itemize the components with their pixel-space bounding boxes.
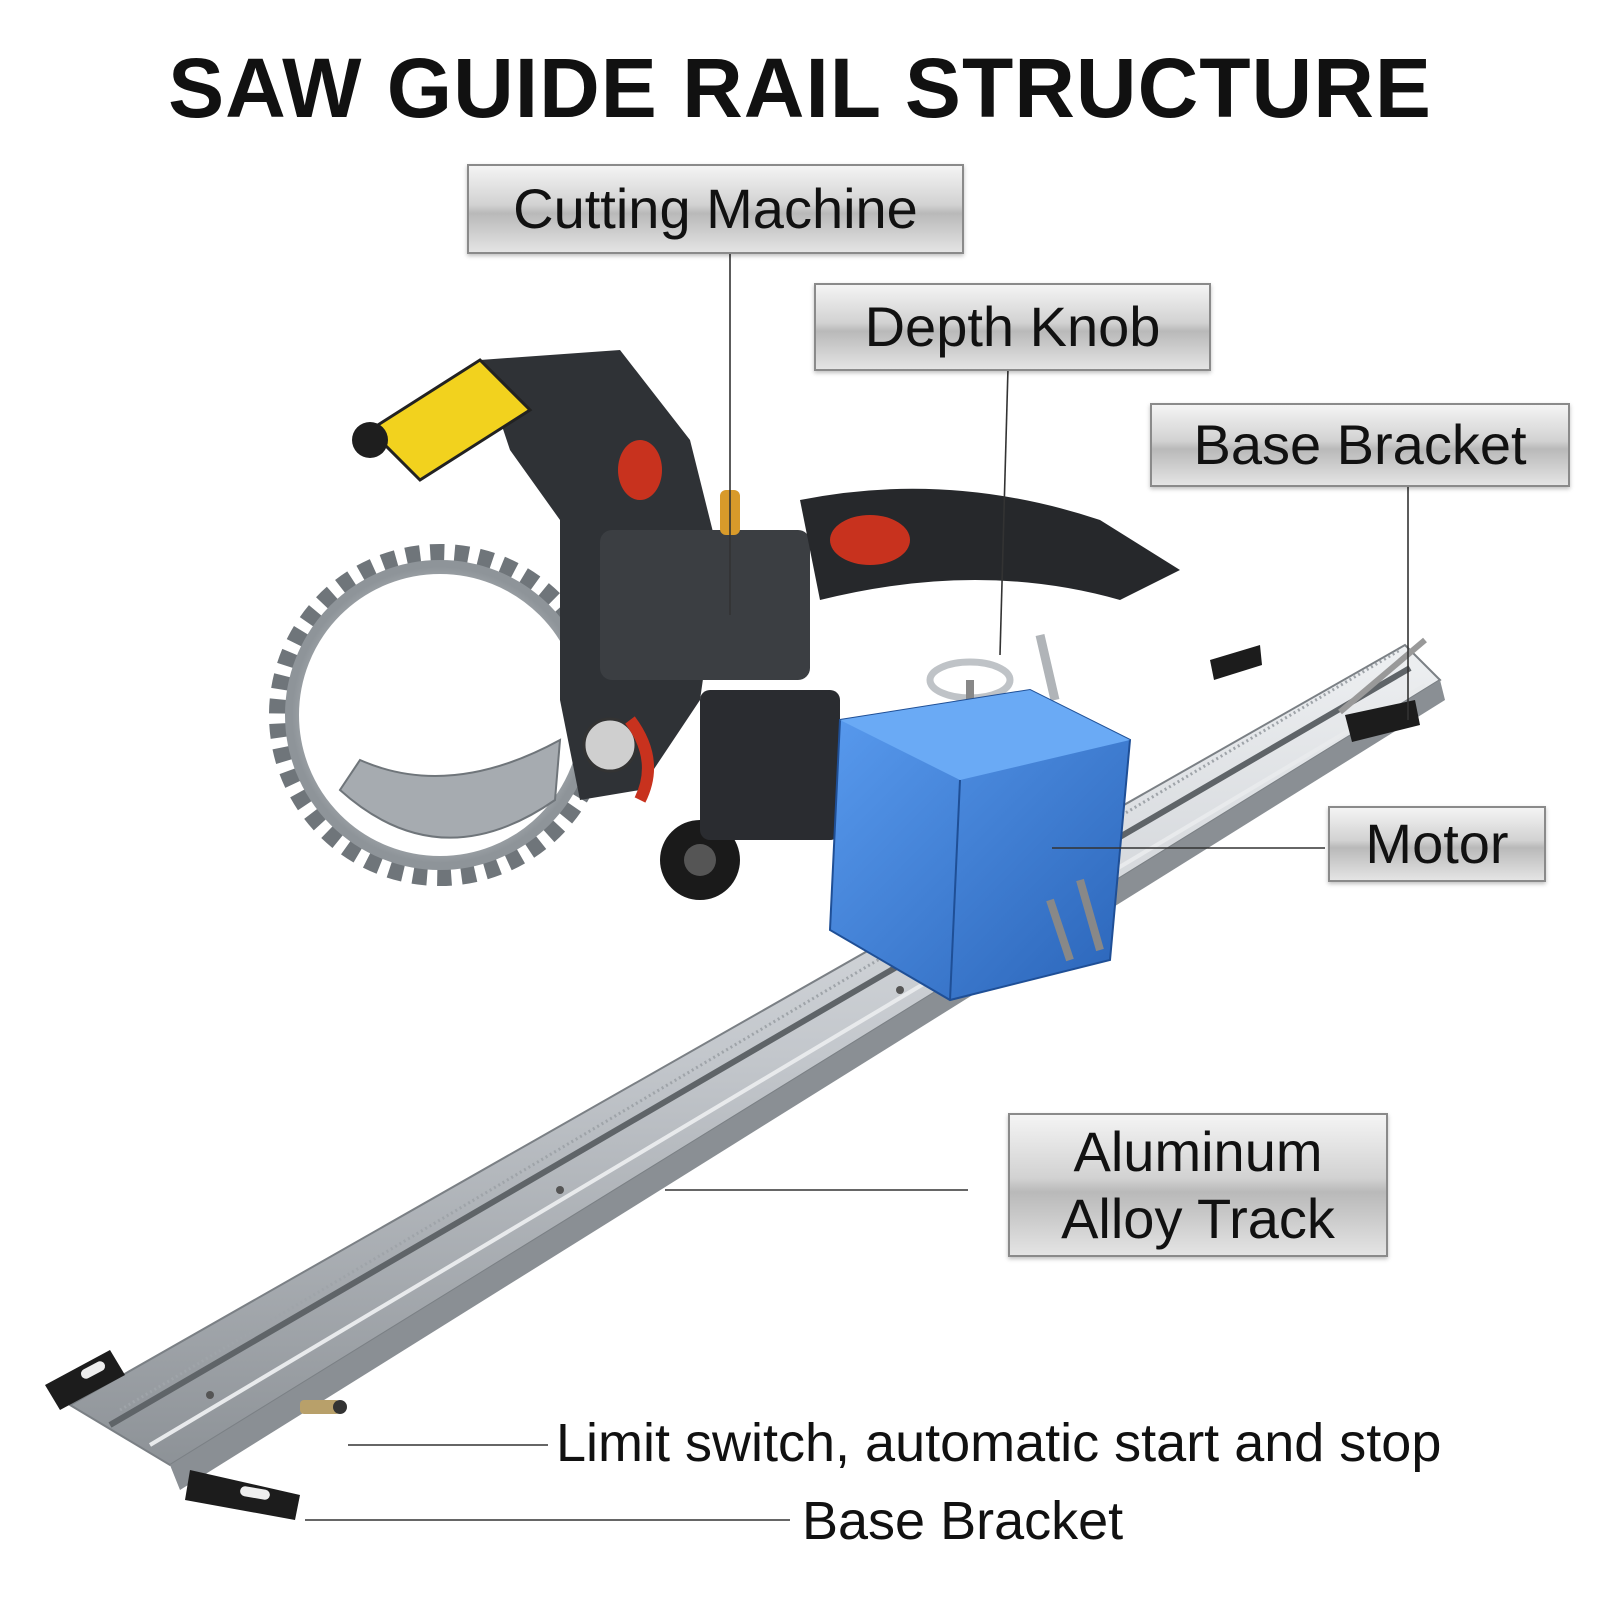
label-cutting-machine-text: Cutting Machine	[513, 177, 918, 241]
label-motor-text: Motor	[1365, 812, 1509, 876]
label-cutting-machine: Cutting Machine	[467, 164, 964, 254]
label-track-line1: Aluminum	[1073, 1119, 1323, 1183]
label-motor: Motor	[1328, 806, 1546, 882]
label-depth-knob: Depth Knob	[814, 283, 1211, 371]
label-track-line2: Alloy Track	[1061, 1187, 1335, 1250]
cutting-machine-body	[352, 350, 1180, 900]
limit-switch	[300, 1400, 347, 1414]
label-base-bracket-bottom: Base Bracket	[802, 1491, 1124, 1551]
motor-housing	[828, 688, 1132, 1002]
saw-blade	[269, 544, 611, 886]
label-base-bracket-top: Base Bracket	[1150, 403, 1570, 487]
base-bracket-left	[45, 1350, 300, 1520]
label-aluminum-alloy-track: Aluminum Alloy Track	[1008, 1113, 1388, 1257]
leader-lines	[305, 252, 1409, 1521]
label-limit-switch: Limit switch, automatic start and stop	[556, 1413, 1442, 1473]
label-depth-knob-text: Depth Knob	[864, 295, 1161, 359]
label-base-bracket-top-text: Base Bracket	[1193, 413, 1527, 477]
base-bracket-right	[1210, 637, 1427, 742]
diagram-title: SAW GUIDE RAIL STRUCTURE	[168, 41, 1432, 135]
